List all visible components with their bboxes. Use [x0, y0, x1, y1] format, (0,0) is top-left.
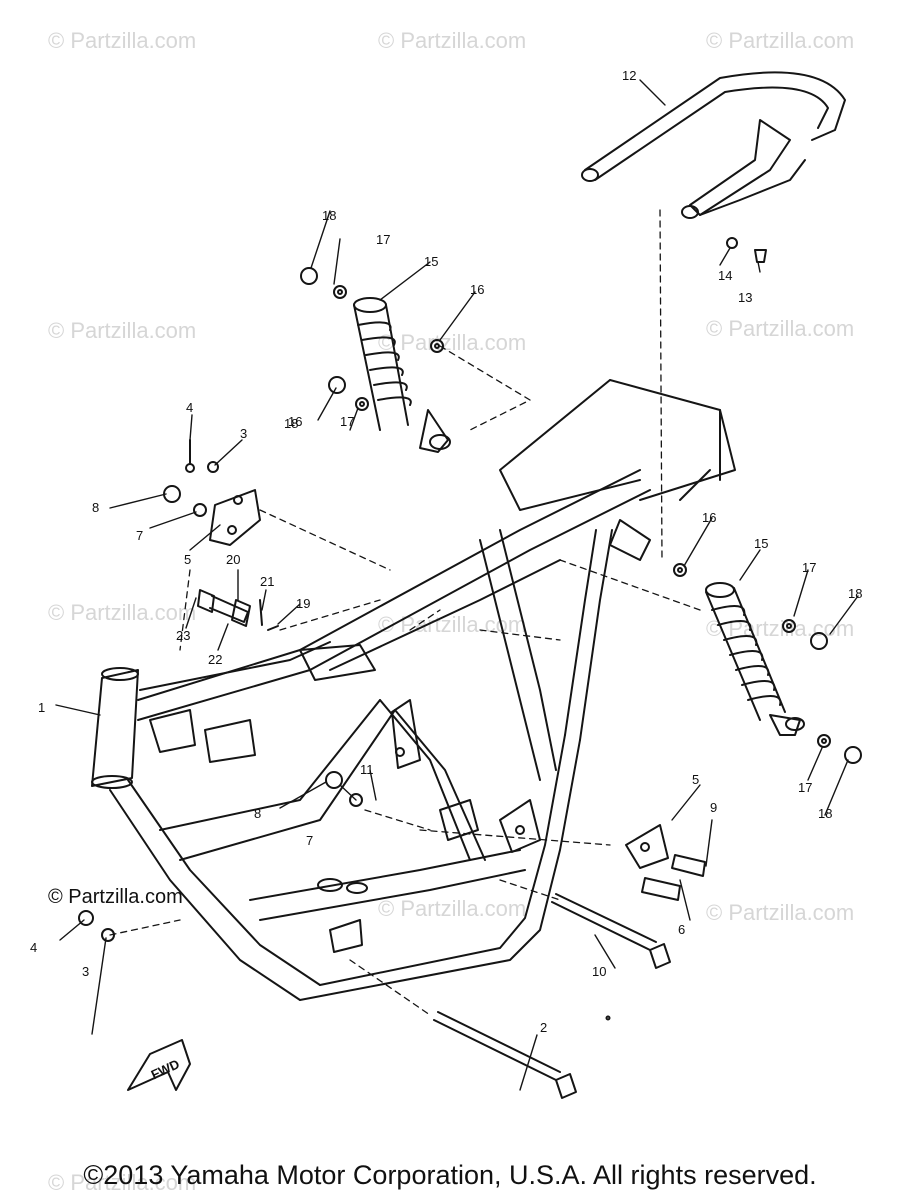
- callout-label: 22: [208, 652, 222, 667]
- shock-absorber-left: [353, 297, 451, 453]
- callout-label: 16: [288, 414, 302, 429]
- callout-labels: 1 2 3 3 4 4 5 5 6 7 7 8 8 9 10 11 12 13 …: [30, 68, 862, 1035]
- watermark: © Partzilla.com: [378, 330, 527, 355]
- callout-label: 1: [38, 700, 45, 715]
- callout-label: 8: [92, 500, 99, 515]
- callout-label: 7: [136, 528, 143, 543]
- callout-label: 17: [376, 232, 390, 247]
- watermark: © Partzilla.com: [48, 1170, 197, 1195]
- watermark-dark: © Partzilla.com: [48, 886, 183, 908]
- callout-label: 7: [306, 833, 313, 848]
- callout-label: 5: [184, 552, 191, 567]
- callout-label: 17: [802, 560, 816, 575]
- callout-label: 20: [226, 552, 240, 567]
- callout-label: 18: [818, 806, 832, 821]
- callout-label: 10: [592, 964, 606, 979]
- callout-label: 16: [470, 282, 484, 297]
- hardware-parts: [78, 237, 862, 1021]
- watermark: © Partzilla.com: [48, 318, 197, 343]
- callout-label: 23: [176, 628, 190, 643]
- callout-label: 3: [240, 426, 247, 441]
- callout-label: 2: [540, 1020, 547, 1035]
- callout-label: 18: [848, 586, 862, 601]
- watermark: © Partzilla.com: [706, 616, 855, 641]
- watermark: © Partzilla.com: [378, 896, 527, 921]
- assembly-lines: [109, 209, 701, 1016]
- fwd-arrow: FWD: [127, 1039, 191, 1091]
- callout-label: 12: [622, 68, 636, 83]
- callout-label: 21: [260, 574, 274, 589]
- shock-absorber-right: [705, 582, 805, 736]
- callout-label: 11: [360, 762, 374, 777]
- watermark: © Partzilla.com: [48, 28, 197, 53]
- callout-label: 17: [340, 414, 354, 429]
- callout-label: 18: [322, 208, 336, 223]
- watermark: © Partzilla.com: [706, 28, 855, 53]
- callout-label: 14: [718, 268, 732, 283]
- callout-label: 18: [284, 416, 298, 431]
- callout-label: 3: [82, 964, 89, 979]
- long-bolts: [433, 893, 671, 1099]
- callout-label: 15: [754, 536, 768, 551]
- callout-label: 16: [702, 510, 716, 525]
- callout-label: 4: [186, 400, 193, 415]
- watermark: © Partzilla.com: [706, 900, 855, 925]
- callout-label: 8: [254, 806, 261, 821]
- callout-label: 4: [30, 940, 37, 955]
- callout-label: 5: [692, 772, 699, 787]
- copyright-notice: ©2013 Yamaha Motor Corporation, U.S.A. A…: [83, 1160, 817, 1190]
- fwd-label: FWD: [149, 1056, 182, 1082]
- callout-label: 17: [798, 780, 812, 795]
- callout-label: 6: [678, 922, 685, 937]
- callout-label: 19: [296, 596, 310, 611]
- callout-label: 9: [710, 800, 717, 815]
- watermark: © Partzilla.com: [378, 28, 527, 53]
- frame-outline: [91, 379, 736, 1001]
- watermark: © Partzilla.com: [48, 600, 197, 625]
- callout-label: 13: [738, 290, 752, 305]
- leader-lines: [55, 79, 859, 1091]
- grab-bar: [581, 71, 846, 219]
- watermark: © Partzilla.com: [706, 316, 855, 341]
- callout-label: 15: [424, 254, 438, 269]
